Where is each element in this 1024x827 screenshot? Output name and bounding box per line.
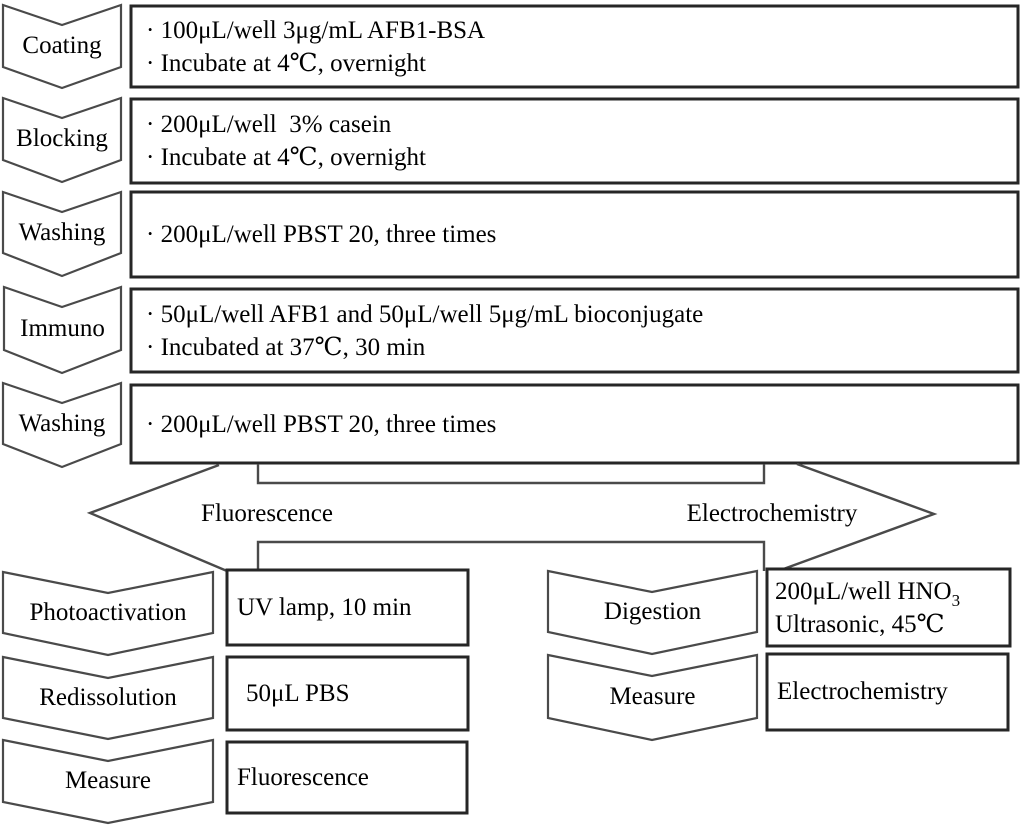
split-arrow-left-icon <box>86 463 228 573</box>
photoactivation-chevron-shape <box>1 570 215 657</box>
blocking-detail-line-2: · Incubate at 4℃, overnight <box>146 144 426 171</box>
coating-detail-line-1: · 100μL/well 3μg/mL AFB1-BSA <box>146 16 486 44</box>
hno3-detail-main: 200μL/well HNO <box>775 577 952 605</box>
washing2-detail-box <box>129 383 1020 465</box>
immuno-detail-line-2: · Incubated at 37℃, 30 min <box>146 333 426 361</box>
hno3-detail-line-2: Ultrasonic, 45℃ <box>775 610 945 638</box>
washing2-chevron-shape <box>1 381 123 469</box>
blocking-detail-box <box>129 97 1020 185</box>
washing2-detail-text: · 200μL/well PBST 20, three times <box>131 385 1018 463</box>
uv-lamp-detail: UV lamp, 10 min <box>237 593 412 621</box>
washing1-label: Washing <box>18 218 106 246</box>
fluorescence-detail: Fluorescence <box>237 763 369 791</box>
washing1-detail-line-1: · 200μL/well PBST 20, three times <box>146 221 497 248</box>
washing1-chevron-shape <box>1 190 123 278</box>
immuno-label: Immuno <box>20 314 105 342</box>
split-top-band <box>256 464 766 485</box>
immuno-detail-box <box>129 287 1020 374</box>
hno3-subscript: 3 <box>951 590 961 610</box>
digestion-chevron-shape <box>546 569 759 656</box>
pbs-box <box>225 655 470 732</box>
electrochemistry-detail: Electrochemistry <box>777 678 948 705</box>
redissolution-chevron-shape <box>1 655 215 741</box>
photoactivation-label: Photoactivation <box>29 599 187 626</box>
measure-right-label: Measure <box>609 683 696 710</box>
blocking-detail-text: · 200μL/well 3% casein · Incubate at 4℃,… <box>131 99 1018 183</box>
measure-left-label: Measure <box>64 767 152 794</box>
fluorescence-branch-label: Fluorescence <box>201 500 333 527</box>
electrochemistry-branch-label: Electrochemistry <box>686 500 858 527</box>
immuno-detail-line-1: · 50μL/well AFB1 and 50μL/well 5μg/mL bi… <box>146 300 704 328</box>
pbs-detail: 50μL PBS <box>246 679 350 707</box>
coating-chevron-shape <box>1 3 123 90</box>
uv-lamp-box <box>225 568 470 647</box>
split-bottom-band <box>256 540 766 572</box>
split-arrow-right-icon <box>777 462 938 573</box>
measure-right-chevron-shape <box>546 653 759 742</box>
washing1-detail-text: · 200μL/well PBST 20, three times <box>131 192 1018 277</box>
coating-detail-line-2: · Incubate at 4℃, overnight <box>146 49 426 77</box>
digestion-label: Digestion <box>603 598 702 625</box>
washing1-detail-box <box>129 190 1020 279</box>
coating-detail-box <box>129 4 1020 89</box>
blocking-detail-line-1: · 200μL/well 3% casein <box>146 111 392 138</box>
washing2-detail-line-1: · 200μL/well PBST 20, three times <box>146 410 497 438</box>
fluorescence-box <box>225 740 469 815</box>
electrochemistry-box <box>765 652 1010 732</box>
coating-detail-text: · 100μL/well 3μg/mL AFB1-BSA · Incubate … <box>131 6 1018 87</box>
measure-left-chevron-shape <box>1 738 215 825</box>
redissolution-label: Redissolution <box>39 684 177 711</box>
washing2-label: Washing <box>18 409 106 437</box>
immuno-chevron-shape <box>2 285 123 375</box>
hno3-box <box>765 567 1012 648</box>
immuno-detail-text: · 50μL/well AFB1 and 50μL/well 5μg/mL bi… <box>131 289 1018 372</box>
coating-label: Coating <box>22 32 102 59</box>
blocking-chevron-shape <box>1 96 123 184</box>
blocking-label: Blocking <box>16 125 108 152</box>
